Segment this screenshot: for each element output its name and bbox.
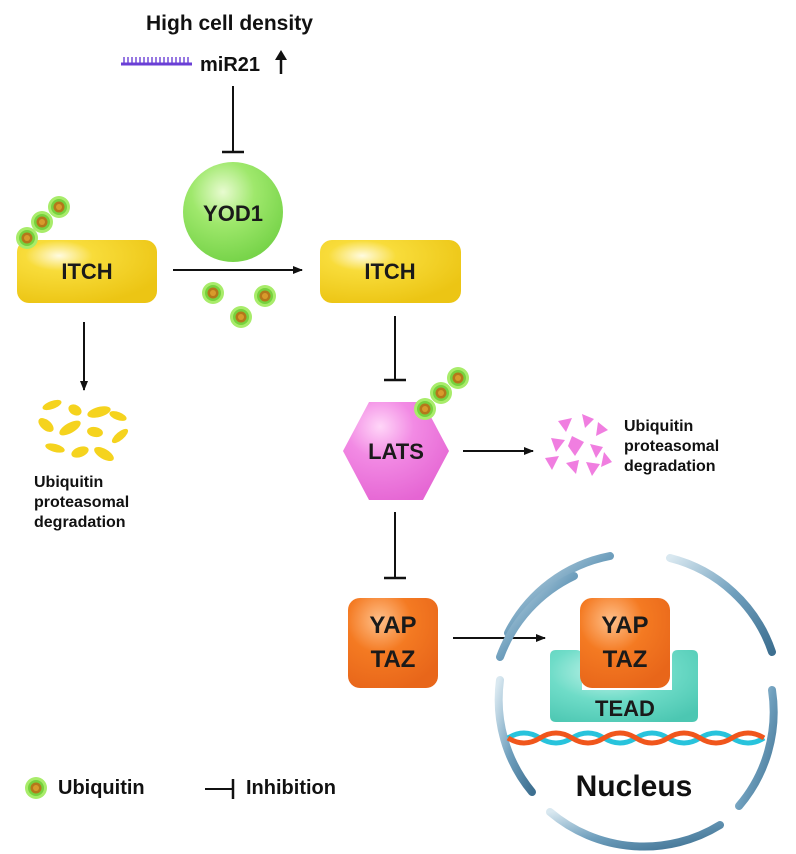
yap-taz-cytoplasm [348, 598, 438, 688]
degradation-left-line-1: Ubiquitin [34, 474, 104, 491]
inhibition-itch-lats [384, 316, 406, 382]
yod1-label: YOD1 [203, 201, 263, 226]
degradation-left-line-3: degradation [34, 514, 126, 531]
inhibition-icon [205, 779, 235, 799]
itch-right-node [320, 240, 461, 303]
degradation-left-line-2: proteasomal [34, 494, 130, 511]
ubiquitin-icon [25, 777, 47, 799]
itch-left-label: ITCH [61, 259, 113, 284]
released-ubiquitin [202, 282, 276, 328]
degradation-right-text: Ubiquitin proteasomal degradation [624, 417, 719, 477]
yap-out-label: YAP [369, 612, 417, 639]
degradation-left-text: Ubiquitin proteasomal degradation [34, 473, 129, 533]
tead-node [550, 650, 698, 722]
ubiquitin-chain-lats [414, 367, 469, 420]
legend-ubiquitin-label: Ubiquitin [58, 777, 145, 799]
inhibition-mir21-yod1 [222, 86, 244, 154]
nucleus-envelope [494, 552, 778, 851]
taz-out-label: TAZ [370, 646, 416, 673]
yod1-node [183, 162, 283, 262]
mirna-icon [121, 57, 192, 66]
condition-title: High cell density [146, 12, 313, 35]
legend-inhibition-label: Inhibition [246, 777, 336, 799]
degradation-right-line-3: degradation [624, 458, 716, 475]
dna-strand [506, 730, 766, 746]
lats-label: LATS [368, 439, 424, 464]
degradation-right-line-1: Ubiquitin [624, 418, 694, 435]
degradation-right-line-2: proteasomal [624, 438, 720, 455]
yap-in-label: YAP [601, 612, 649, 639]
nucleus-label: Nucleus [575, 770, 693, 803]
yap-taz-nucleus-label: YAP TAZ [601, 609, 648, 677]
inhibition-lats-yap [384, 512, 406, 580]
degraded-itch-fragments [38, 399, 129, 461]
mir21-label: miR21 [200, 54, 261, 76]
taz-in-label: TAZ [602, 646, 648, 673]
itch-left-node [17, 240, 157, 303]
up-arrow-icon [275, 50, 287, 74]
tead-label: TEAD [595, 696, 655, 721]
itch-right-label: ITCH [364, 259, 416, 284]
degraded-lats-fragments [545, 414, 612, 476]
yap-taz-nucleus [580, 598, 670, 688]
yap-taz-cytoplasm-label: YAP TAZ [369, 609, 416, 677]
lats-node [343, 402, 449, 500]
